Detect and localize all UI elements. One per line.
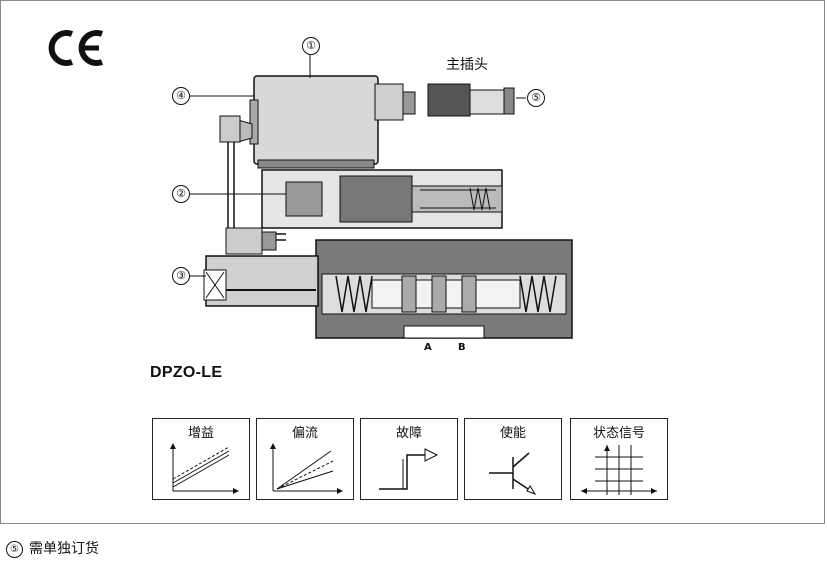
main-plug <box>427 83 515 117</box>
model-code: DPZO-LE <box>150 364 223 381</box>
ce-mark-icon <box>48 30 104 66</box>
callout-1: ① <box>302 37 320 55</box>
fault-step-icon <box>379 448 439 490</box>
callout-2: ② <box>172 185 190 203</box>
function-box-gain: 增益 <box>152 418 250 500</box>
solenoid-coil <box>249 75 416 169</box>
port-b-label: B <box>458 342 466 353</box>
function-label: 故障 <box>395 426 422 441</box>
footnote-text: 需单独订货 <box>29 541 99 557</box>
page-frame <box>0 0 825 524</box>
footnote: ⑤ 需单独订货 <box>6 538 99 558</box>
pilot-valve <box>261 169 503 229</box>
function-box-bias: 偏流 <box>256 418 354 500</box>
footnote-marker: ⑤ <box>6 540 23 558</box>
main-valve-body <box>315 239 573 339</box>
function-label: 偏流 <box>291 426 318 441</box>
function-box-status: 状态信号 <box>570 418 668 500</box>
function-box-fault: 故障 <box>360 418 458 500</box>
callout-4: ④ <box>172 87 190 105</box>
function-label: 增益 <box>187 426 214 441</box>
port-a-label: A <box>424 342 432 353</box>
valve-diagram <box>190 54 573 339</box>
main-plug-label: 主插头 <box>446 57 488 73</box>
enable-transistor-icon <box>489 452 537 495</box>
function-box-enable: 使能 <box>464 418 562 500</box>
gain-graph-icon <box>170 443 239 494</box>
function-label: 使能 <box>499 426 526 441</box>
function-label: 状态信号 <box>592 426 645 441</box>
callout-3: ③ <box>172 267 190 285</box>
status-signal-grid-icon <box>581 445 657 495</box>
position-transducer <box>203 255 319 307</box>
second-connector <box>225 227 277 255</box>
bias-graph-icon <box>270 443 343 494</box>
callout-5: ⑤ <box>527 89 545 107</box>
